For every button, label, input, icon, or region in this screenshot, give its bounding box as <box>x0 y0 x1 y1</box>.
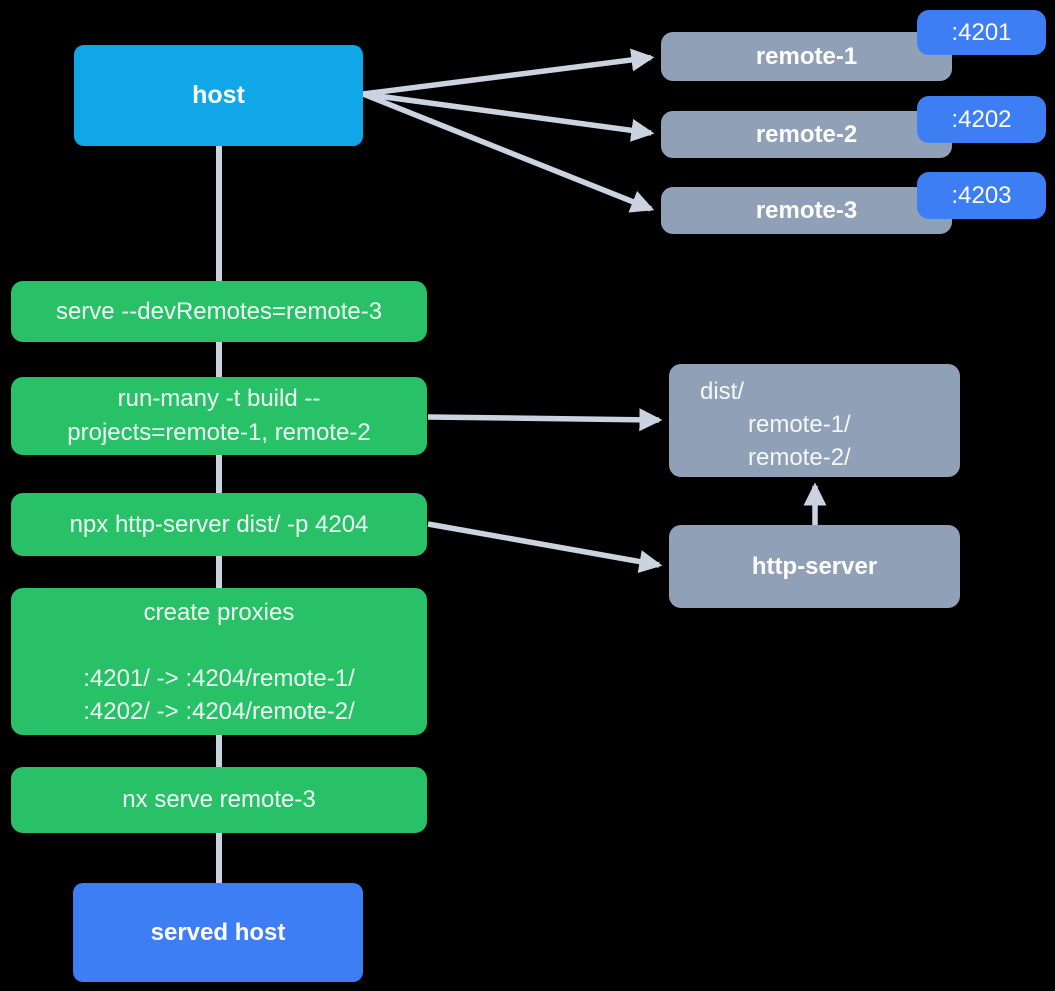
proxy-mapping-line: :4201/ -> :4204/remote-1/ <box>83 664 355 692</box>
command-nx-serve-remote-3: nx serve remote-3 <box>11 767 427 833</box>
remote-1-label: remote-1 <box>755 42 858 70</box>
port-badge-4202: :4202 <box>917 96 1046 143</box>
node-host: host <box>74 45 363 146</box>
edge-host-to-remote-3 <box>361 91 655 213</box>
command-serve-devremotes: serve --devRemotes=remote-3 <box>11 281 427 342</box>
served-host-label: served host <box>150 918 286 946</box>
port-4203-label: :4203 <box>951 181 1012 209</box>
command-line: projects=remote-1, remote-2 <box>67 419 371 446</box>
command-run-many-build: run-many -t build -- projects=remote-1, … <box>11 377 427 455</box>
edge-build-to-dist <box>427 408 663 432</box>
command-line: run-many -t build -- <box>117 385 321 412</box>
command-line: nx serve remote-3 <box>122 786 316 813</box>
edge-serve-to-http-server <box>427 521 663 573</box>
http-server-label: http-server <box>751 552 878 580</box>
command-npx-http-server: npx http-server dist/ -p 4204 <box>11 493 427 556</box>
node-remote-3: remote-3 <box>661 187 952 234</box>
command-line: serve --devRemotes=remote-3 <box>55 297 383 325</box>
edge-host-to-remote-2 <box>362 91 655 142</box>
proxy-mapping-line: :4202/ -> :4204/remote-2/ <box>83 697 355 725</box>
host-label: host <box>192 81 245 109</box>
port-4201-label: :4201 <box>951 18 1012 46</box>
remote-3-label: remote-3 <box>755 196 858 224</box>
remote-2-label: remote-2 <box>755 120 858 148</box>
dist-remote-1-label: remote-1/ <box>748 411 851 438</box>
port-4202-label: :4202 <box>951 105 1012 133</box>
node-remote-2: remote-2 <box>661 111 952 158</box>
node-served-host: served host <box>73 883 363 982</box>
port-badge-4201: :4201 <box>917 10 1046 55</box>
create-proxies-title: create proxies <box>143 598 295 626</box>
port-badge-4203: :4203 <box>917 172 1046 219</box>
edge-host-to-remote-1 <box>362 48 655 97</box>
command-line: npx http-server dist/ -p 4204 <box>69 510 369 538</box>
dist-root-label: dist/ <box>700 378 745 405</box>
node-remote-1: remote-1 <box>661 32 952 81</box>
command-create-proxies: create proxies :4201/ -> :4204/remote-1/… <box>11 588 427 735</box>
dist-remote-2-label: remote-2/ <box>748 444 851 471</box>
node-dist-folder: dist/ remote-1/ remote-2/ <box>669 364 960 477</box>
node-http-server: http-server <box>669 525 960 608</box>
